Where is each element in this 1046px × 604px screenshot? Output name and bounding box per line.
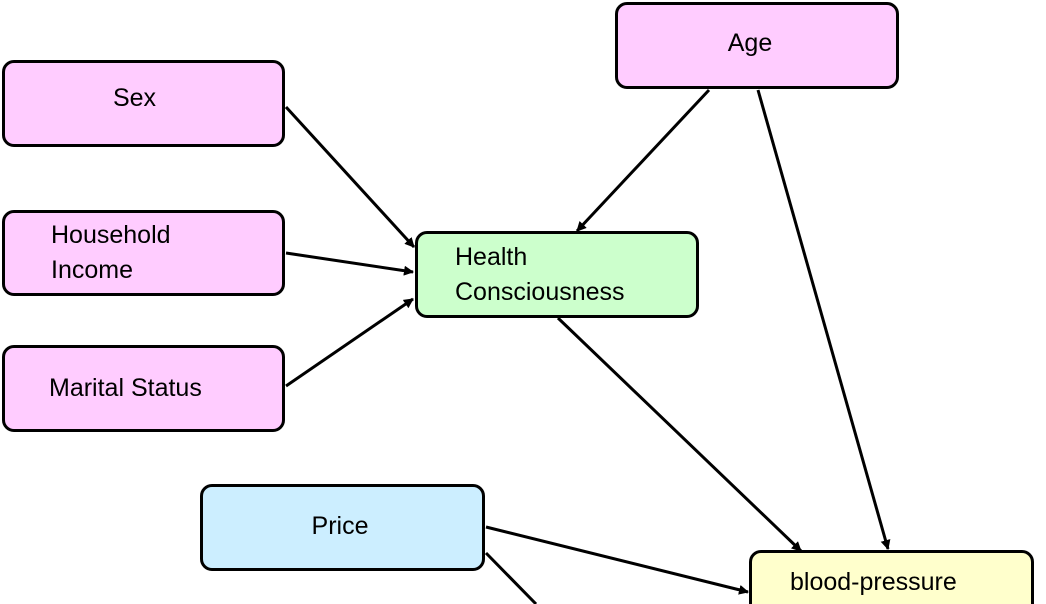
- node-blood-pressure[interactable]: blood-pressure: [749, 550, 1034, 604]
- edge-marital-status-to-health-consciousness: [285, 297, 414, 388]
- node-price[interactable]: Price: [200, 484, 485, 571]
- node-health-consciousness[interactable]: Health Consciousness: [415, 231, 699, 318]
- edge-age-to-blood-pressure: [756, 89, 891, 550]
- edge-price-outgoing-partial: [484, 551, 538, 604]
- node-sex-label: Sex: [112, 84, 157, 112]
- node-household-income-label: Household Income: [51, 221, 171, 284]
- node-price-label: Price: [311, 511, 369, 540]
- node-age-label: Age: [727, 29, 773, 57]
- edge-sex-to-health-consciousness: [284, 105, 416, 249]
- node-sex[interactable]: Sex: [2, 60, 285, 147]
- edge-household-income-to-health-consciousness: [285, 251, 414, 276]
- edge-price-to-blood-pressure: [485, 525, 749, 595]
- edge-age-to-health-consciousness: [575, 88, 711, 233]
- node-blood-pressure-label: blood-pressure: [790, 568, 957, 596]
- node-age[interactable]: Age: [615, 2, 899, 89]
- node-marital-status[interactable]: Marital Status: [2, 345, 285, 432]
- edge-health-consciousness-to-blood-pressure: [556, 316, 803, 553]
- node-marital-status-label: Marital Status: [49, 374, 202, 402]
- node-health-consciousness-label: Health Consciousness: [455, 242, 625, 306]
- node-household-income[interactable]: Household Income: [2, 210, 285, 296]
